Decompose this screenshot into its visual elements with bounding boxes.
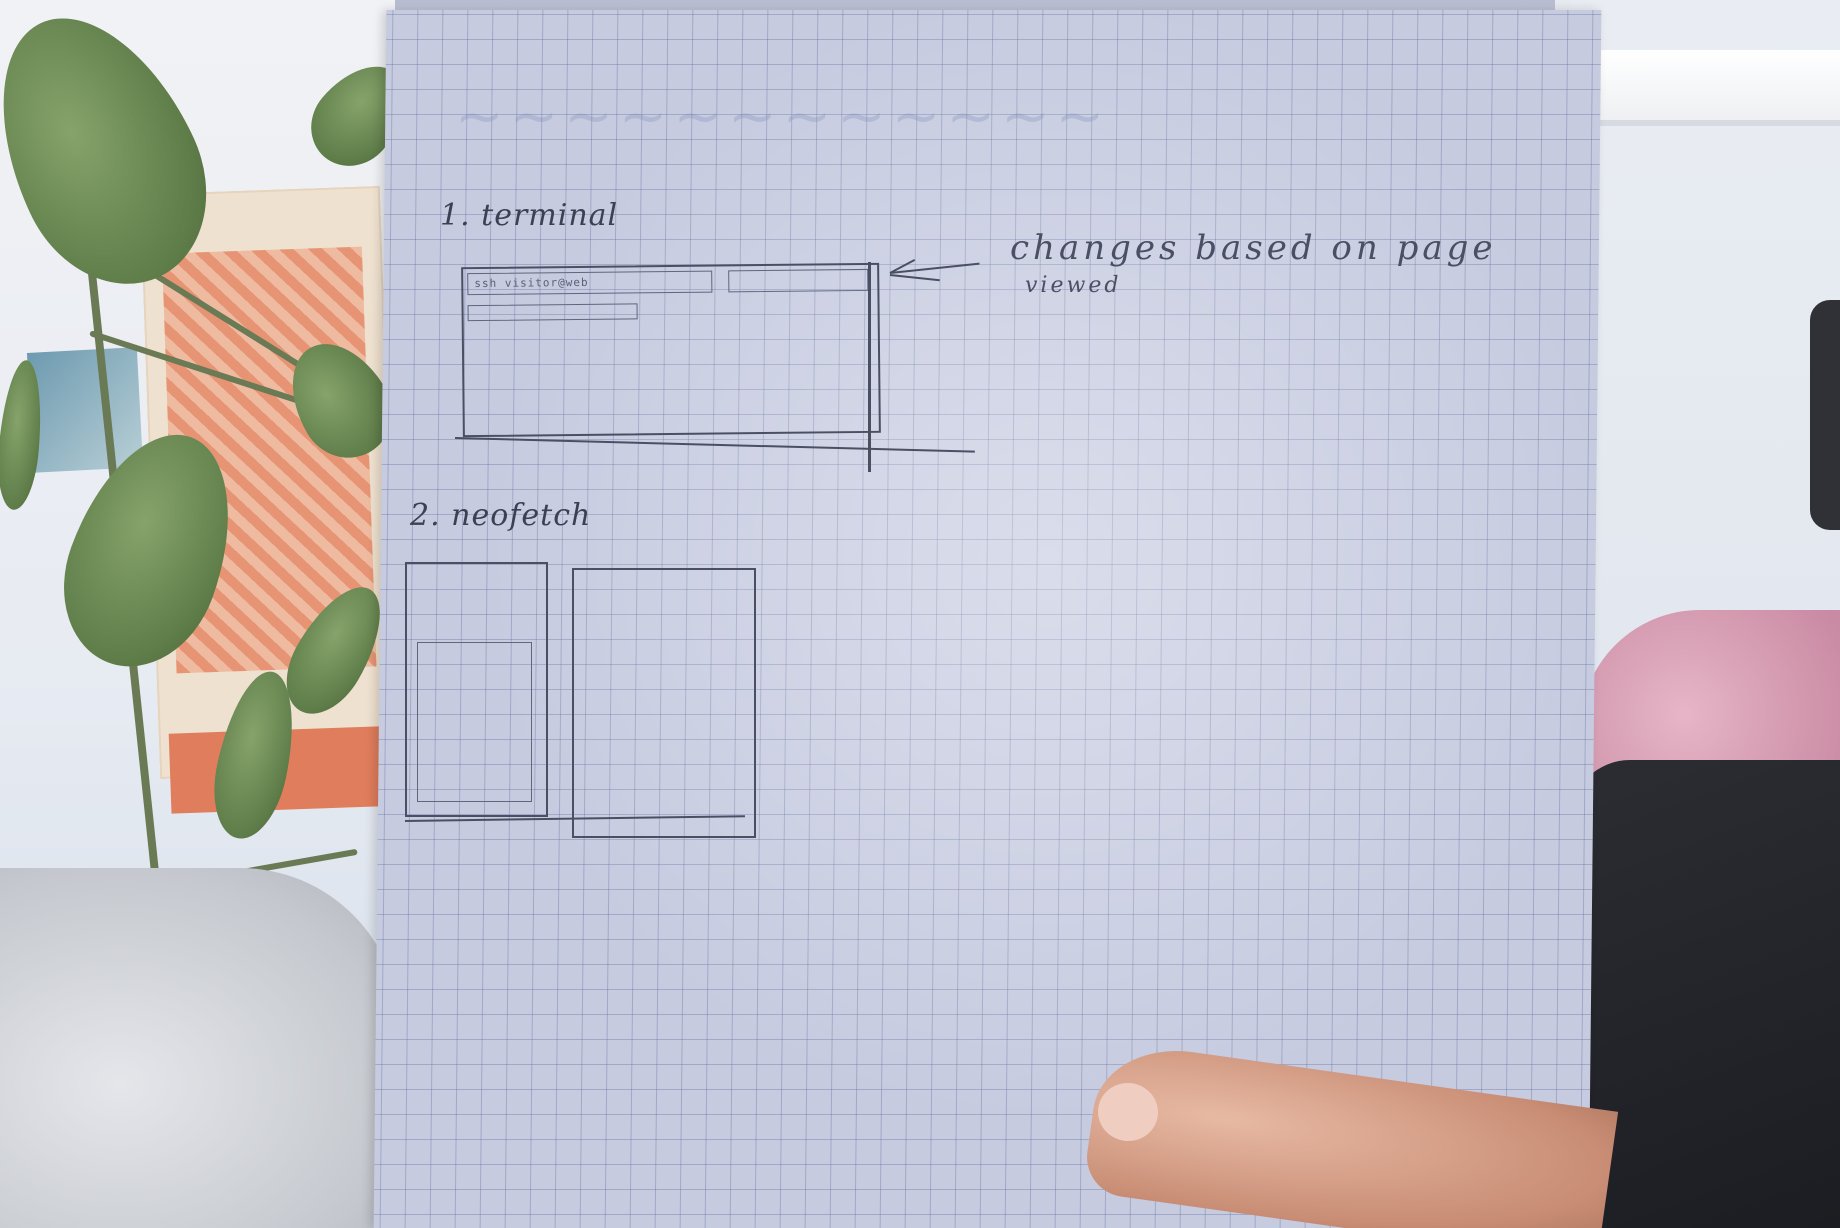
faded-bleedthrough-title: ~~~~~~~~~~~~ xyxy=(455,82,1111,150)
terminal-tab-sketch: ssh visitor@web xyxy=(467,270,713,296)
sketch-pen-line xyxy=(868,262,871,472)
graph-paper-sheet xyxy=(373,10,1602,1228)
annotation-text-line1: changes based on page xyxy=(1010,228,1497,268)
terminal-prompt-text: ssh visitor@web xyxy=(474,275,589,291)
terminal-input-sketch xyxy=(467,303,638,322)
wall-card xyxy=(26,347,144,473)
dark-clothing xyxy=(1570,760,1840,1228)
headphone xyxy=(1810,300,1840,530)
section1-label: 1. terminal xyxy=(440,198,619,233)
neofetch-logo-inner-sketch xyxy=(417,642,532,802)
blanket xyxy=(0,868,400,1228)
neofetch-info-box-sketch xyxy=(572,568,756,838)
terminal-sketch-frame: ssh visitor@web xyxy=(461,262,881,438)
annotation-text-line2: viewed xyxy=(1025,273,1122,298)
terminal-titlebar-sketch xyxy=(728,268,869,293)
window-trim xyxy=(1580,50,1840,126)
neofetch-logo-box-sketch xyxy=(405,562,548,817)
section2-label: 2. neofetch xyxy=(410,498,592,533)
